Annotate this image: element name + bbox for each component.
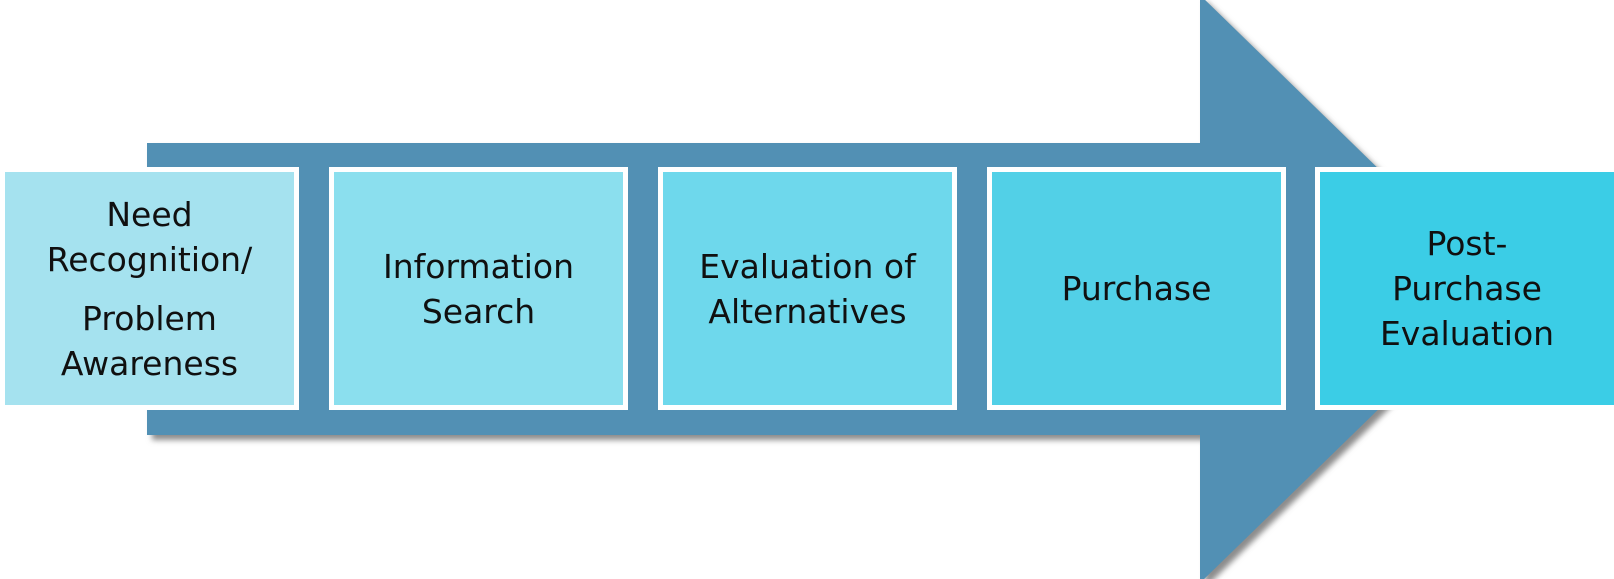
stage-label-purchase-line: Purchase — [1392, 269, 1542, 308]
stage-label-information-search: Information Search — [382, 246, 575, 331]
stage-box-purchase: Purchase — [987, 167, 1286, 410]
stage-label-need-recognition: Need Recognition/ — [46, 194, 253, 279]
stage-box-need-recognition: Need Recognition/ Problem Awareness — [0, 167, 299, 410]
stage-label-evaluation-of-alternatives: Evaluation of Alternatives — [699, 246, 916, 331]
stage-label-evaluation-line: Evaluation — [1379, 314, 1555, 353]
stage-box-information-search: Information Search — [329, 167, 628, 410]
stage-label-problem-awareness: Problem Awareness — [60, 298, 239, 383]
stage-box-evaluation-of-alternatives: Evaluation of Alternatives — [658, 167, 957, 410]
stage-box-post-purchase-evaluation: Post- Purchase Evaluation — [1315, 167, 1614, 410]
stage-label-purchase: Purchase — [1061, 269, 1212, 308]
stage-label-post: Post- — [1426, 224, 1508, 263]
